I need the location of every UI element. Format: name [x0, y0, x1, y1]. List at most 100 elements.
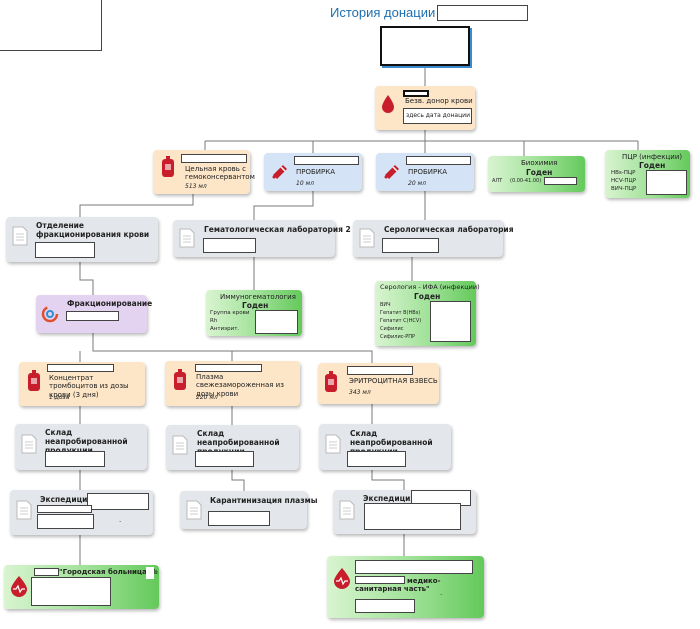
plasma-volume: 220 мл: [196, 394, 218, 401]
expedition-1-field-c[interactable]: [37, 514, 94, 529]
expedition-1-field-b[interactable]: [37, 505, 92, 513]
platelets-label: Концентрат тромбоцитов из дозы крови (3 …: [49, 374, 129, 399]
immuno-result-field[interactable]: [255, 310, 298, 334]
blood-drop-pulse-icon: [11, 576, 27, 597]
erythro-id-field[interactable]: [347, 366, 413, 375]
store-1-label: Склад неапробированной продукции: [45, 428, 128, 455]
hospital-node-1[interactable]: "Городская больница №: [4, 565, 159, 609]
quarantine-label: Карантинизация плазмы: [210, 496, 318, 505]
blood-bag-icon: [174, 369, 186, 390]
tube-1-id-field[interactable]: [294, 156, 359, 165]
biochem-row-label: АЛТ: [492, 178, 503, 184]
immuno-status: Годен: [242, 301, 269, 310]
expedition-1-label: Экспедиция: [40, 495, 93, 504]
store-node-1[interactable]: Склад неапробированной продукции: [15, 424, 147, 470]
expedition-1-dot: .: [119, 516, 122, 524]
tube-2-volume: 20 мл: [408, 180, 426, 187]
test-tube-icon: [272, 165, 287, 179]
donor-id-field[interactable]: [403, 90, 429, 97]
blood-bag-icon: [162, 156, 174, 177]
tube-node-1[interactable]: ПРОБИРКА 10 мл: [264, 153, 362, 191]
plasma-label: Плазма свежезамороженная из дозы крови: [196, 373, 284, 398]
hospital-1-id-field[interactable]: [34, 568, 59, 576]
quarantine-node[interactable]: Карантинизация плазмы: [180, 491, 318, 529]
hospital-1-field[interactable]: [31, 577, 111, 606]
tube-1-volume: 10 мл: [296, 180, 314, 187]
plasma-id-field[interactable]: [195, 364, 262, 372]
document-icon: [179, 228, 195, 248]
pcr-title: ПЦР (инфекции): [622, 153, 683, 161]
expedition-2-label: Экспедиция: [363, 494, 416, 503]
store-node-2[interactable]: Склад неапробированной продукции: [166, 425, 299, 470]
hospital-2-dot: .: [440, 589, 443, 597]
blood-drop-icon: [382, 95, 394, 113]
serology-row-2: Гепатит В(НВs): [380, 310, 421, 316]
biochem-node[interactable]: Биохимия Годен АЛТ (0.00-41.00): [488, 156, 585, 192]
hem-lab-label: Гематологическая лаборатория 2: [204, 225, 351, 234]
immuno-title: Иммуногематология: [220, 293, 296, 301]
pcr-node[interactable]: ПЦР (инфекции) Годен НВs-ПЦР НСV-ПЦР ВИЧ…: [605, 150, 690, 198]
document-icon: [12, 226, 28, 246]
biochem-row-range: (0.00-41.00): [510, 178, 542, 184]
whole-blood-id-field[interactable]: [181, 154, 247, 163]
hospital-node-2[interactable]: медико-санитарная часть" .: [327, 556, 484, 618]
fractionation-node[interactable]: Фракционирование: [36, 295, 152, 333]
whole-blood-node[interactable]: Цельная кровь с гемоконсервантом 513 мл: [153, 150, 255, 194]
fractionation-field[interactable]: [66, 311, 119, 321]
store-3-field[interactable]: [347, 451, 406, 467]
donor-id-panel[interactable]: [380, 26, 470, 66]
donor-node[interactable]: Безв. донор крови здесь дата донации: [375, 86, 475, 130]
fract-dept-field[interactable]: [35, 242, 95, 258]
erythro-label: ЭРИТРОЦИТНАЯ ВЗВЕСЬ: [349, 377, 438, 385]
erythro-node[interactable]: ЭРИТРОЦИТНАЯ ВЗВЕСЬ 343 мл: [318, 363, 439, 404]
ser-lab-label: Серологическая лаборатория: [384, 225, 514, 234]
document-icon: [359, 228, 375, 248]
hospital-2-field[interactable]: [355, 599, 415, 613]
store-2-field[interactable]: [195, 451, 254, 467]
platelets-id-field[interactable]: [47, 364, 114, 372]
hem-lab-field[interactable]: [203, 238, 256, 253]
title-field[interactable]: [437, 5, 528, 21]
tube-2-label: ПРОБИРКА: [408, 168, 448, 176]
hospital-1-number-field[interactable]: [146, 567, 154, 579]
immuno-row-1: Группа крови: [210, 310, 250, 316]
immuno-node[interactable]: Иммуногематология Годен Группа крови Rh …: [206, 290, 302, 336]
pcr-row-1: НВs-ПЦР: [611, 170, 636, 176]
ser-lab-node[interactable]: Серологическая лаборатория: [353, 220, 514, 257]
tube-node-2[interactable]: ПРОБИРКА 20 мл: [376, 153, 474, 191]
fract-dept-node[interactable]: Отделение фракционирования крови: [6, 217, 158, 262]
serology-node[interactable]: Серология - ИФА (инфекции) Годен ВИЧ Геп…: [375, 281, 480, 346]
test-tube-icon: [384, 165, 399, 179]
pcr-result-field[interactable]: [646, 170, 687, 195]
serology-title: Серология - ИФА (инфекции): [380, 283, 480, 291]
store-node-3[interactable]: Склад неапробированной продукции: [319, 424, 451, 470]
serology-result-field[interactable]: [430, 301, 471, 342]
expedition-node-1[interactable]: Экспедиция .: [10, 490, 153, 535]
document-icon: [325, 434, 341, 454]
expedition-2-field-b[interactable]: [364, 503, 461, 530]
hospital-2-name-field[interactable]: [355, 560, 473, 574]
ser-lab-field[interactable]: [382, 238, 439, 253]
plasma-node[interactable]: Плазма свежезамороженная из дозы крови 2…: [165, 361, 300, 406]
donation-date-field[interactable]: [403, 108, 472, 124]
platelets-node[interactable]: Концентрат тромбоцитов из дозы крови (3 …: [19, 362, 145, 406]
expedition-1-field-a[interactable]: [87, 493, 149, 510]
erythro-volume: 343 мл: [349, 389, 371, 396]
store-1-field[interactable]: [45, 451, 105, 467]
immuno-row-2: Rh: [210, 318, 218, 324]
quarantine-field[interactable]: [208, 511, 270, 526]
expedition-node-2[interactable]: Экспедиция: [333, 490, 476, 534]
hospital-2-id-field[interactable]: [355, 576, 405, 584]
blood-drop-pulse-icon: [334, 568, 350, 589]
serology-row-4: Сифилис: [380, 326, 404, 332]
whole-blood-volume: 513 мл: [185, 183, 207, 190]
blood-bag-icon: [28, 370, 40, 391]
biochem-value-field[interactable]: [544, 177, 577, 185]
document-icon: [339, 500, 355, 520]
tube-1-label: ПРОБИРКА: [296, 168, 336, 176]
platelets-volume: 1 доза: [49, 394, 70, 401]
tube-2-id-field[interactable]: [406, 156, 471, 165]
serology-status: Годен: [414, 292, 441, 301]
hem-lab-node[interactable]: Гематологическая лаборатория 2: [173, 220, 351, 257]
document-icon: [186, 500, 202, 520]
